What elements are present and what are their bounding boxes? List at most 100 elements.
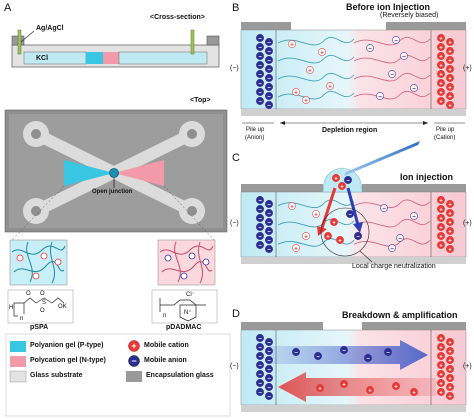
top-view-title: <Top> — [190, 97, 211, 104]
panel-b-left-sign: (−) — [230, 65, 239, 72]
svg-text:+: + — [294, 90, 298, 96]
svg-text:+: + — [448, 94, 452, 100]
cation-pileup — [437, 97, 445, 105]
svg-text:+: + — [448, 220, 452, 226]
cation-pileup — [446, 365, 454, 373]
svg-text:+: + — [448, 49, 452, 55]
svg-text:+: + — [294, 246, 298, 252]
anion-pileup — [265, 209, 273, 217]
svg-text:−: − — [258, 345, 262, 351]
anion-pileup — [256, 205, 264, 213]
pspa-atom-o2: O — [40, 291, 45, 297]
anion-pileup — [265, 365, 273, 373]
svg-text:+: + — [448, 247, 452, 253]
svg-text:−: − — [348, 212, 352, 218]
d-encap-right — [362, 322, 466, 330]
anion-pileup — [265, 101, 273, 109]
anion-pileup — [256, 61, 264, 69]
panel-c-title: Ion injection — [400, 172, 453, 182]
svg-text:−: − — [258, 336, 262, 342]
anion-pileup — [256, 379, 264, 387]
c-neutralization-circle — [320, 207, 370, 257]
svg-text:+: + — [448, 238, 452, 244]
cation-pileup — [446, 218, 454, 226]
bound-anion-site — [318, 48, 326, 56]
n-gel-strand — [353, 54, 431, 64]
panel-c-diagram: −−++−−++−−++−−++−−++−−++++++−−−−+−+−++−+ — [240, 141, 467, 264]
bound-cation-site — [410, 84, 418, 92]
d-anion-flow-arrow — [270, 340, 428, 370]
pdadmac-cl: Cl⁻ — [186, 292, 195, 298]
svg-text:−: − — [258, 198, 262, 204]
anion-pileup — [265, 65, 273, 73]
svg-text:+: + — [448, 76, 452, 82]
anion-pileup — [256, 223, 264, 231]
svg-text:+: + — [439, 198, 443, 204]
pdadmac-n: n — [163, 313, 167, 319]
svg-text:−: − — [267, 49, 271, 55]
legend-label-encap: Encapsulation glass — [146, 372, 214, 379]
legend-label-p-gel: Polyanion gel (P-type) — [30, 342, 104, 349]
depletion-label: Depletion region — [322, 127, 378, 134]
svg-text:−: − — [267, 202, 271, 208]
cation-pileup — [437, 343, 445, 351]
pspa-atom-ok: OK — [58, 304, 67, 310]
cross-section-diagram — [11, 29, 220, 68]
pspa-structure — [7, 289, 74, 324]
svg-text:+: + — [439, 72, 443, 78]
cation-pileup — [437, 70, 445, 78]
anion-pileup — [256, 70, 264, 78]
anion-pileup — [265, 218, 273, 226]
cation-pileup — [437, 61, 445, 69]
cation-pileup — [446, 101, 454, 109]
svg-text:−: − — [368, 46, 372, 52]
kcl-reservoir-left — [23, 51, 87, 65]
svg-text:+: + — [439, 354, 443, 360]
bound-anion-site — [292, 244, 300, 252]
svg-text:−: − — [258, 99, 262, 105]
injected-ion — [336, 236, 344, 244]
svg-text:+: + — [439, 372, 443, 378]
cation-pileup — [446, 83, 454, 91]
svg-text:−: − — [267, 220, 271, 226]
cation-pileup — [446, 356, 454, 364]
svg-text:+: + — [439, 90, 443, 96]
bound-cation-site — [410, 212, 418, 220]
anion-pileup — [265, 245, 273, 253]
svg-text:−: − — [258, 225, 262, 231]
anion-pileup — [256, 352, 264, 360]
reservoir-hole-tl — [31, 129, 41, 139]
c-encap-left — [241, 184, 323, 192]
svg-text:+: + — [439, 243, 443, 249]
svg-text:−: − — [267, 76, 271, 82]
cation-pileup — [437, 196, 445, 204]
svg-text:+: + — [448, 85, 452, 91]
electrode-label: Ag/AgCl — [36, 25, 64, 32]
cation-pileup — [446, 347, 454, 355]
svg-text:−: − — [267, 238, 271, 244]
p-gel-strand — [277, 238, 355, 247]
anion-pileup — [256, 361, 264, 369]
svg-text:+: + — [439, 81, 443, 87]
legend-glass-swatch — [9, 370, 27, 383]
svg-text:−: − — [386, 350, 390, 356]
svg-text:−: − — [267, 394, 271, 400]
bound-cation-site — [396, 234, 404, 242]
flowing-anion — [292, 348, 300, 356]
droplet-cation — [332, 174, 340, 182]
anion-pileup — [265, 236, 273, 244]
cation-pileup — [446, 236, 454, 244]
svg-text:−: − — [356, 234, 360, 240]
flowing-cation — [366, 386, 374, 394]
svg-text:+: + — [439, 225, 443, 231]
svg-text:+: + — [412, 390, 416, 396]
droplet-cation — [338, 182, 346, 190]
electrode-left — [17, 29, 22, 55]
top-view-diagram — [4, 109, 228, 241]
pileup-anion-line2: (Anion) — [245, 135, 265, 141]
svg-text:−: − — [267, 67, 271, 73]
panel-a-letter: A — [4, 2, 12, 14]
pspa-atom-o1: O — [26, 291, 31, 297]
kcl-reservoir-right — [118, 51, 208, 65]
anion-pileup — [265, 83, 273, 91]
